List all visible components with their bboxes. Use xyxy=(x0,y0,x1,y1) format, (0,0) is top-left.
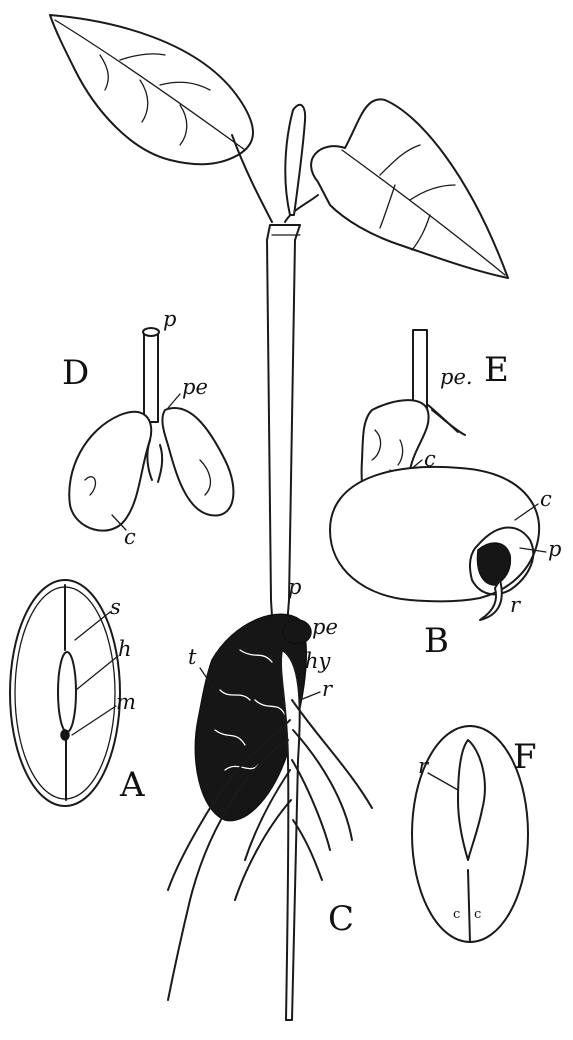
left-leaf xyxy=(50,15,253,164)
cotyledon-right-d xyxy=(162,408,233,516)
figure-label-d: D xyxy=(62,353,89,393)
label-c-f2: c xyxy=(474,907,481,922)
figure-label-c: C xyxy=(328,899,354,939)
label-c-f1: c xyxy=(453,907,460,922)
label-p-main: p xyxy=(288,575,301,599)
figure-label-f: F xyxy=(513,737,537,777)
figure-d-illustration xyxy=(69,328,233,531)
label-c-d: c xyxy=(124,525,136,549)
figure-label-b: B xyxy=(424,621,449,661)
figure-b-illustration xyxy=(330,467,539,620)
label-t: t xyxy=(188,645,197,669)
label-pe-main: pe xyxy=(312,615,338,639)
label-s: s xyxy=(110,595,121,619)
figure-label-a: A xyxy=(119,765,145,805)
label-r-main: r xyxy=(322,677,334,701)
stem xyxy=(267,225,300,665)
label-p-d: p xyxy=(163,307,176,331)
label-pe-e: pe. xyxy=(440,365,473,389)
cotyledon-left-d xyxy=(69,412,151,531)
right-leaf xyxy=(311,99,508,278)
label-r-b: r xyxy=(510,593,522,617)
terminal-bud xyxy=(285,105,305,215)
figure-a-illustration xyxy=(10,580,120,806)
figure-label-e: E xyxy=(484,350,509,390)
label-p-b: p xyxy=(548,537,561,561)
label-c-b: c xyxy=(540,487,552,511)
label-h: h xyxy=(118,637,132,661)
label-hy: hy xyxy=(305,649,332,673)
hilum xyxy=(58,652,76,732)
label-pe-d: pe xyxy=(182,375,208,399)
seed-b xyxy=(330,467,539,601)
label-m: m xyxy=(116,690,136,714)
figure-f-illustration xyxy=(412,726,528,942)
